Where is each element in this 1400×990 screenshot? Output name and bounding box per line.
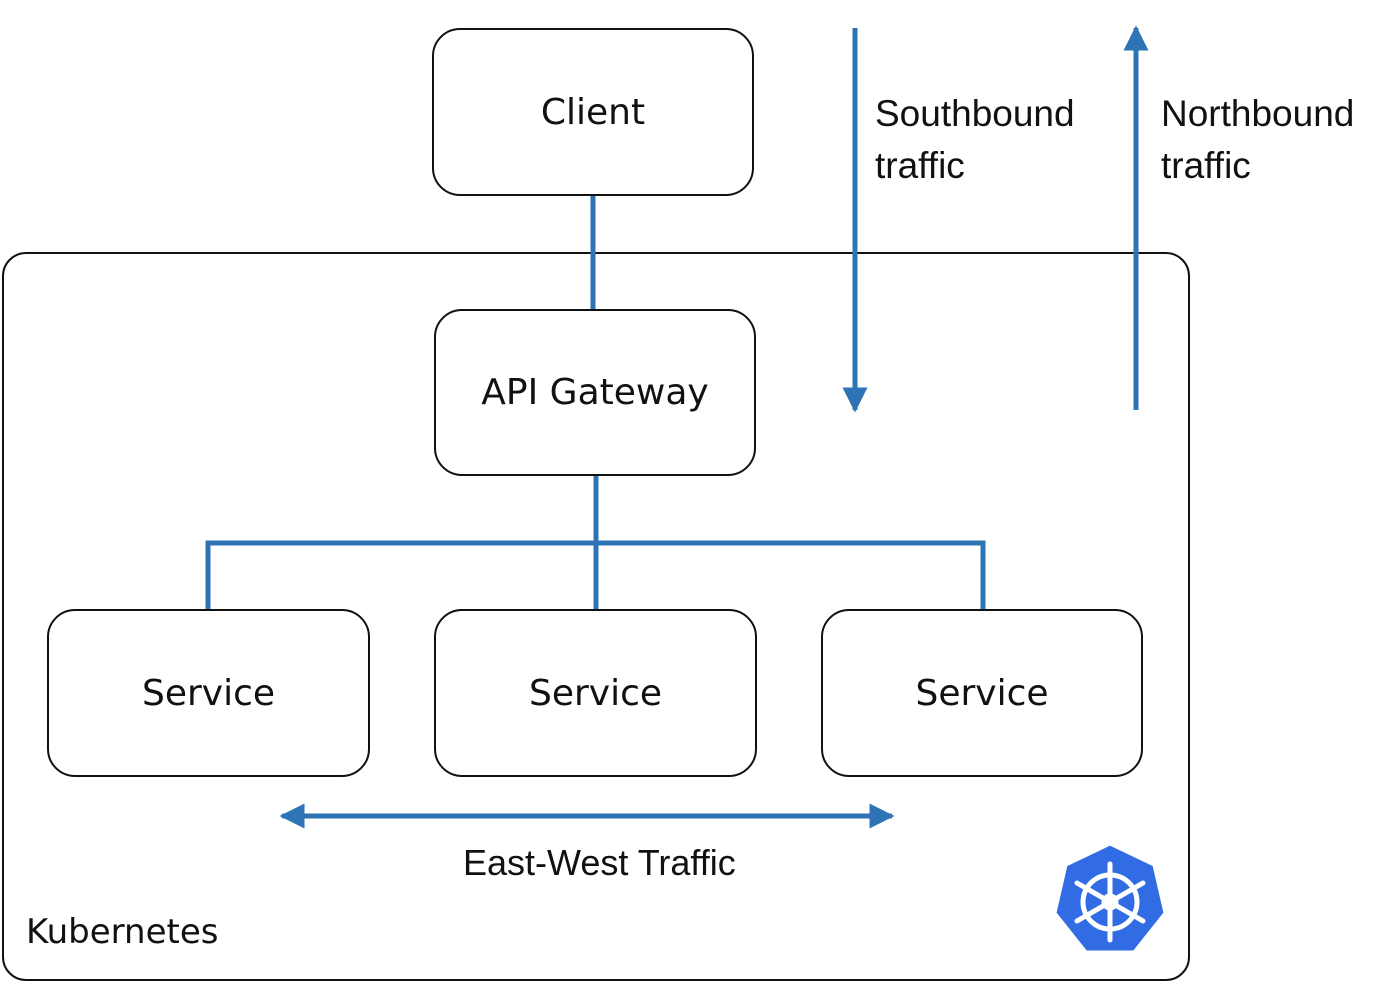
service-node-3: Service (821, 609, 1143, 777)
kubernetes-logo-icon (1053, 842, 1167, 954)
east-west-label: East-West Traffic (463, 842, 736, 883)
service-label-1: Service (141, 672, 276, 714)
api-gateway-node: API Gateway (434, 309, 756, 476)
service-node-1: Service (47, 609, 370, 777)
northbound-label: Northbound traffic (1161, 93, 1355, 186)
cluster-label: Kubernetes (26, 912, 219, 952)
service-node-2: Service (434, 609, 757, 777)
service-label-3: Service (915, 672, 1049, 714)
api-gateway-label: API Gateway (481, 372, 709, 413)
client-label: Client (540, 91, 646, 133)
kubernetes-cluster-frame (2, 252, 1190, 981)
southbound-label: Southbound traffic (875, 93, 1075, 186)
services-branch-link (205, 540, 986, 610)
client-node: Client (432, 28, 754, 196)
service-label-2: Service (528, 672, 663, 714)
